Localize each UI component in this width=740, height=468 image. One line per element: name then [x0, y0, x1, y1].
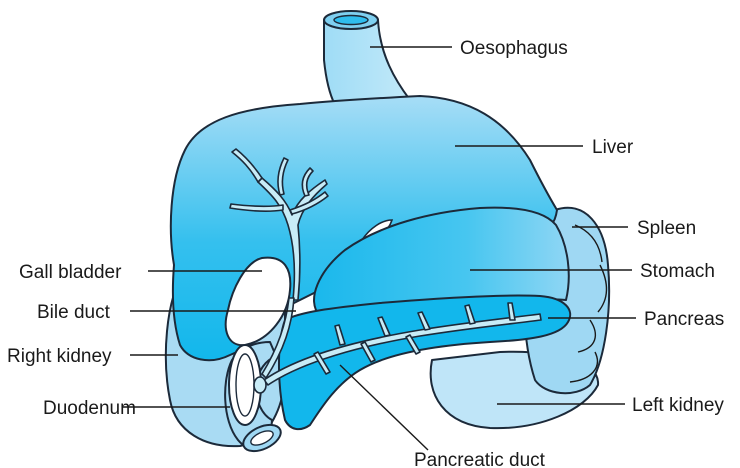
- label-liver: Liver: [592, 137, 634, 158]
- label-pancreas: Pancreas: [644, 309, 724, 330]
- label-oesophagus: Oesophagus: [460, 38, 568, 59]
- leader-pancreatic-duct: [340, 365, 428, 450]
- label-bile-duct: Bile duct: [37, 302, 111, 323]
- label-stomach: Stomach: [640, 261, 715, 282]
- duodenum-opening-inner: [236, 354, 254, 416]
- oesophagus: [324, 20, 410, 105]
- label-left-kidney: Left kidney: [632, 395, 724, 416]
- label-spleen: Spleen: [637, 218, 696, 239]
- label-duodenum: Duodenum: [43, 398, 136, 419]
- label-gall-bladder: Gall bladder: [19, 262, 122, 283]
- label-pancreatic-duct: Pancreatic duct: [414, 450, 546, 468]
- label-right-kidney: Right kidney: [7, 346, 112, 367]
- ampulla: [254, 377, 266, 393]
- oesophagus-opening-inner: [334, 16, 368, 25]
